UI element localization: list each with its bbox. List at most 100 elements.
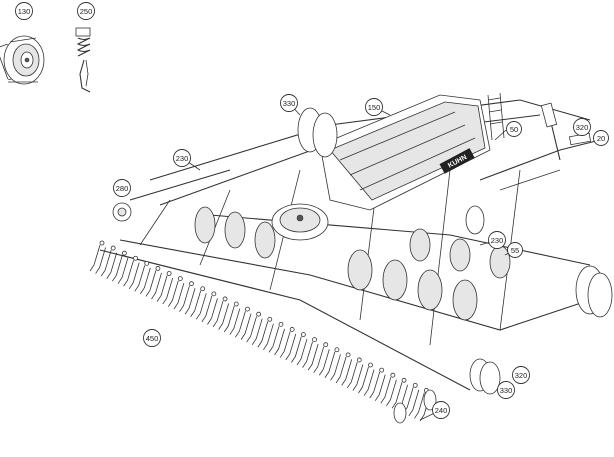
callout-circle bbox=[143, 329, 161, 347]
tine bbox=[296, 338, 308, 366]
tine-coil bbox=[99, 240, 105, 246]
gauge-wheel bbox=[393, 402, 407, 424]
tine-coil bbox=[368, 362, 373, 368]
callout-circle bbox=[506, 121, 522, 137]
callout-circle bbox=[77, 2, 95, 20]
gauge-wheel bbox=[423, 389, 437, 411]
metering-disc bbox=[271, 203, 329, 241]
hitch-cylinder bbox=[540, 102, 592, 161]
callout-230: 230 bbox=[173, 149, 191, 167]
callout-130: 130 bbox=[15, 2, 33, 20]
tine-coil bbox=[222, 296, 228, 302]
tine bbox=[235, 310, 246, 338]
tine bbox=[318, 349, 330, 376]
tine bbox=[307, 344, 319, 371]
tine bbox=[240, 313, 252, 340]
callout-240: 240 bbox=[432, 401, 450, 419]
tine-coil bbox=[312, 337, 317, 343]
tine bbox=[167, 280, 179, 307]
tine-coil bbox=[278, 321, 284, 327]
callout-circle bbox=[507, 242, 523, 258]
tine bbox=[374, 374, 386, 401]
tine bbox=[190, 290, 202, 317]
tine bbox=[229, 308, 241, 335]
tine bbox=[268, 326, 280, 353]
tine bbox=[151, 272, 162, 300]
tine bbox=[330, 354, 341, 381]
tine bbox=[263, 323, 274, 351]
tine bbox=[89, 244, 101, 272]
tine bbox=[279, 331, 291, 358]
callout-circle bbox=[432, 401, 450, 419]
tine-coil bbox=[267, 316, 273, 322]
callout-text: 330 bbox=[283, 99, 296, 108]
callout-20: 20 bbox=[593, 130, 609, 146]
tine-coil bbox=[334, 347, 340, 353]
tine bbox=[117, 257, 129, 284]
tine-coil bbox=[356, 357, 362, 363]
callout-circle bbox=[280, 94, 298, 112]
callout-circle bbox=[173, 149, 191, 167]
callout-280: 280 bbox=[113, 179, 131, 197]
tine bbox=[100, 249, 112, 277]
callout-circle bbox=[15, 2, 33, 20]
tine-coil bbox=[211, 291, 217, 297]
callout-text: 150 bbox=[368, 103, 381, 112]
tine-coil bbox=[166, 271, 172, 276]
tine-coil bbox=[110, 245, 116, 251]
callout-230: 230 bbox=[488, 231, 506, 249]
tine bbox=[414, 392, 425, 419]
callout-text: 320 bbox=[515, 371, 528, 380]
tine bbox=[246, 316, 257, 343]
callout-circle bbox=[512, 366, 530, 384]
tine bbox=[257, 321, 269, 348]
callout-text: 55 bbox=[511, 246, 519, 255]
callout-circle bbox=[488, 231, 506, 249]
tine-coil bbox=[200, 286, 206, 292]
tine bbox=[223, 305, 235, 333]
tine bbox=[291, 336, 302, 363]
callout-circle bbox=[573, 118, 591, 136]
callout-circle bbox=[593, 130, 609, 146]
tine bbox=[369, 372, 381, 399]
callout-text: 130 bbox=[18, 7, 31, 16]
callout-circle bbox=[365, 98, 383, 116]
packer-rollers bbox=[194, 206, 511, 321]
part-spring-tine bbox=[75, 27, 91, 93]
tine bbox=[184, 288, 196, 315]
tine-coil bbox=[345, 352, 351, 358]
tine-coil bbox=[177, 276, 183, 281]
tine bbox=[302, 341, 313, 368]
tine-coil bbox=[379, 367, 385, 373]
callout-text: 330 bbox=[500, 386, 513, 395]
tine bbox=[179, 285, 190, 312]
tine bbox=[95, 247, 106, 274]
tine-coil bbox=[121, 250, 127, 256]
tine bbox=[201, 295, 213, 323]
tine bbox=[386, 379, 397, 406]
callout-50: 50 bbox=[506, 121, 522, 137]
harrow-tines bbox=[89, 240, 437, 424]
tine-coil bbox=[256, 311, 262, 317]
callout-text: 230 bbox=[491, 236, 504, 245]
tine-coil bbox=[233, 301, 239, 307]
tine bbox=[324, 351, 336, 379]
tine bbox=[285, 333, 297, 361]
tine bbox=[156, 275, 168, 302]
tine bbox=[408, 389, 420, 417]
callout-250: 250 bbox=[77, 2, 95, 20]
tine-coil bbox=[323, 342, 329, 348]
tine bbox=[358, 366, 369, 394]
tine bbox=[352, 364, 364, 391]
callout-330: 330 bbox=[280, 94, 298, 112]
tine bbox=[251, 318, 263, 345]
tine bbox=[341, 359, 353, 386]
tine-coil bbox=[189, 281, 194, 287]
tine bbox=[335, 356, 347, 384]
seed-hopper: KUHN bbox=[319, 92, 505, 211]
tine-coil bbox=[300, 332, 306, 337]
callout-150: 150 bbox=[365, 98, 383, 116]
callout-circle bbox=[113, 179, 131, 197]
